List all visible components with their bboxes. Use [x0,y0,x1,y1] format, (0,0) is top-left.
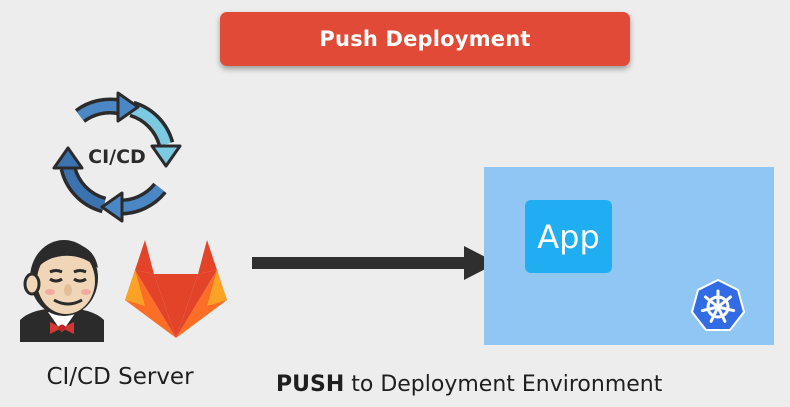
right-arrow-icon [252,246,497,280]
gitlab-icon [125,240,227,338]
page-title: Push Deployment [319,27,531,51]
jenkins-icon [20,240,104,342]
push-caption: PUSH to Deployment Environment [276,372,662,397]
kubernetes-icon [690,278,746,331]
app-label: App [537,217,600,256]
cicd-badge-label: CI/CD [88,146,146,168]
app-tile: App [525,200,612,273]
push-caption-text: to Deployment Environment [344,372,663,397]
title-banner: Push Deployment [220,12,630,66]
cycle-arrows-icon [52,91,182,223]
cicd-server-label: CI/CD Server [46,364,194,390]
push-caption-emphasis: PUSH [276,372,345,397]
